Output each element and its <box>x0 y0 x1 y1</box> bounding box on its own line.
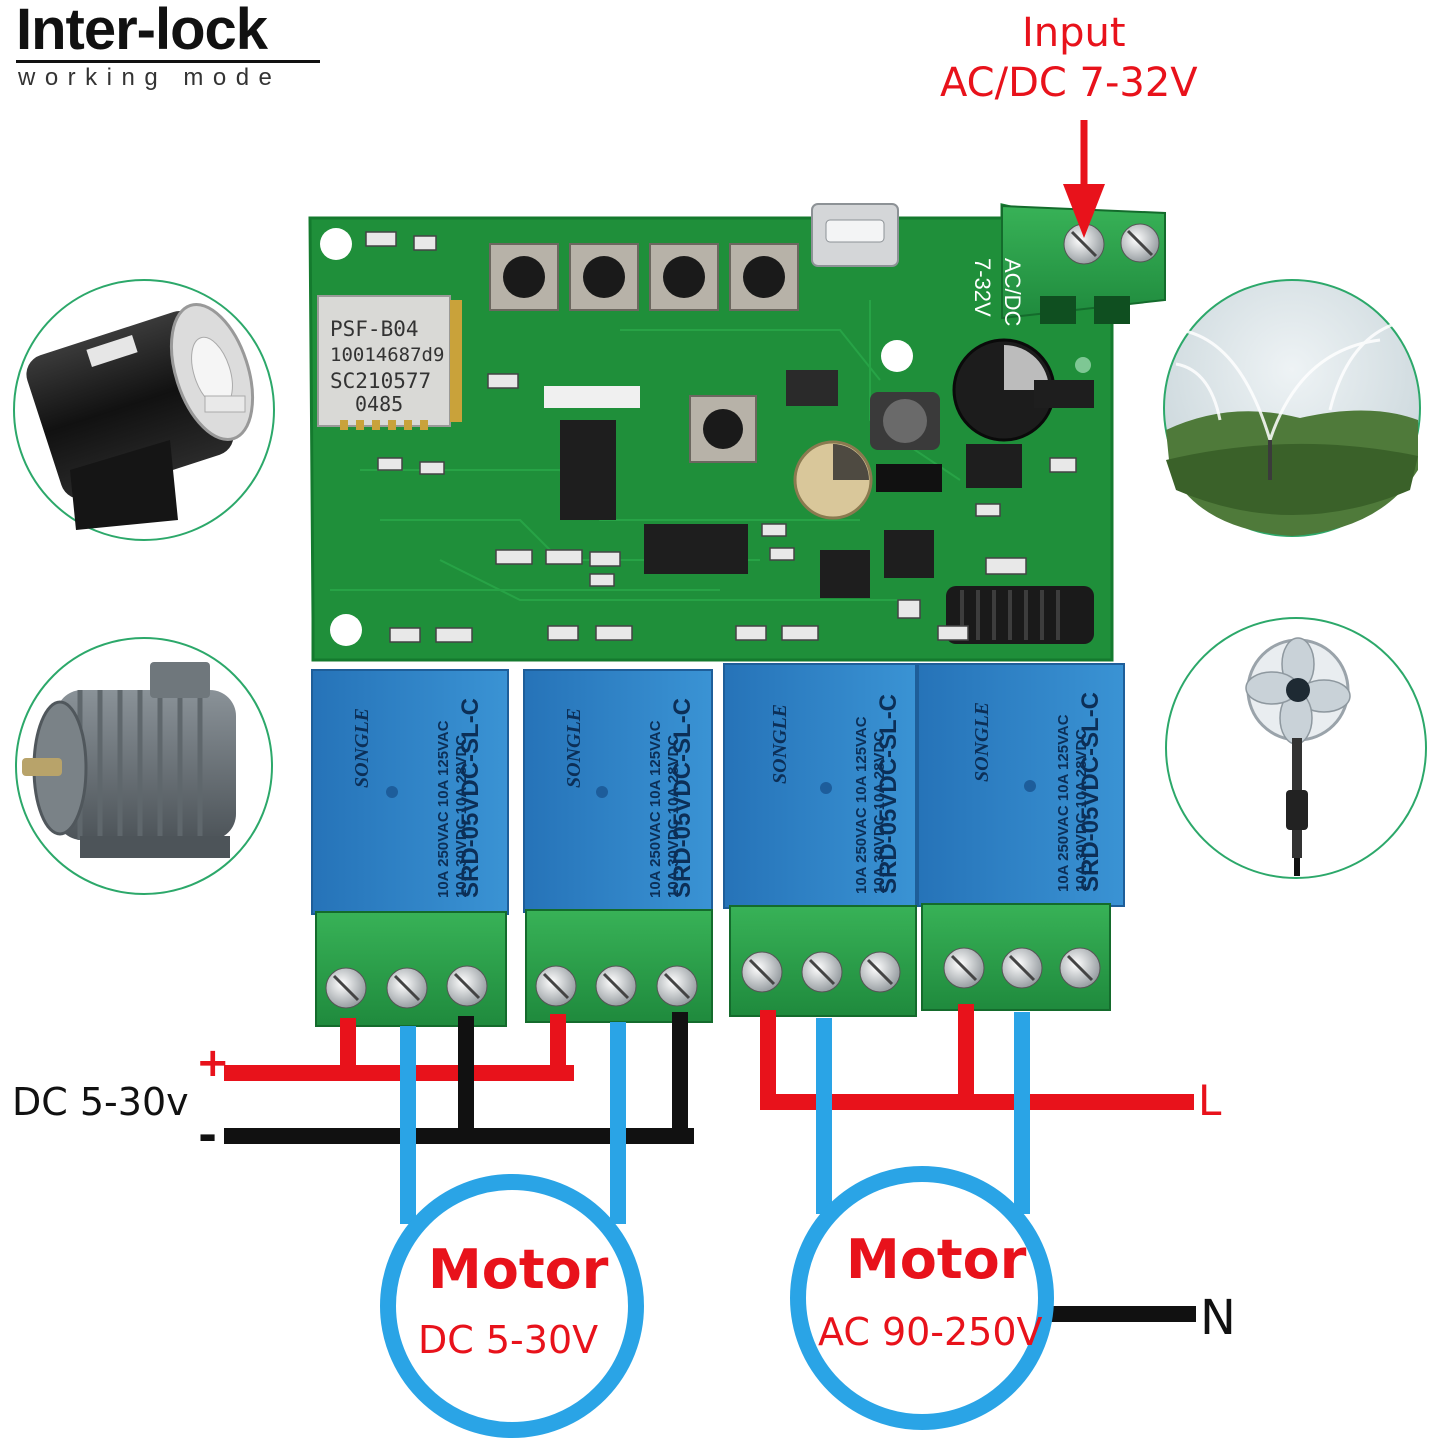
plus-sign: + <box>196 1040 230 1086</box>
wifi-module: PSF-B04 10014687d9 SC210577 0485 <box>317 295 462 430</box>
usb-connector <box>811 203 899 267</box>
dc-supply-label: DC 5-30v <box>12 1080 189 1124</box>
input-label: Input <box>1022 10 1126 56</box>
neutral-label: N <box>1200 1290 1236 1346</box>
relay-4-brand: SONGLE <box>971 702 993 782</box>
ac-motor-spec: AC 90-250V <box>818 1310 1043 1354</box>
relay-1-brand: SONGLE <box>351 708 373 788</box>
relay-3: SRD-05VDC-SL-C 10A 250VAC 10A 125VAC 10A… <box>723 663 917 909</box>
module-text-2: 10014687d9 <box>330 344 444 366</box>
relay-2-model: SRD-05VDC-SL-C <box>669 698 696 898</box>
relay-3-rating-2: 10A 30VDC 10A 28VDC <box>871 731 888 894</box>
line-label: L <box>1198 1076 1222 1125</box>
ac-motor-symbol <box>790 1166 1054 1430</box>
capacitors <box>793 338 1056 520</box>
input-arrow-icon <box>1063 120 1105 238</box>
relay-3-brand: SONGLE <box>769 704 791 784</box>
output-terminal-3 <box>729 905 917 1017</box>
red-wires <box>224 1004 1194 1110</box>
relay-4-rating-2: 10A 30VDC 10A 28VDC <box>1073 729 1090 892</box>
black-wires <box>224 1012 1196 1322</box>
relay-2-rating-2: 10A 30VDC 10A 28VDC <box>665 735 682 898</box>
power-terminal-text-1: 7-32V <box>970 258 995 317</box>
sprinkler-icon <box>1163 279 1421 537</box>
minus-sign: - <box>198 1108 218 1162</box>
relay-2-rating-1: 10A 250VAC 10A 125VAC <box>647 720 664 898</box>
dc-motor-spec: DC 5-30V <box>418 1318 599 1362</box>
power-terminal-text-2: AC/DC <box>1000 258 1025 327</box>
standing-fan-icon <box>1165 617 1427 879</box>
dc-motor-icon <box>13 279 275 541</box>
relay-4: SRD-05VDC-SL-C 10A 250VAC 10A 125VAC 10A… <box>917 663 1125 907</box>
integrated-circuits <box>544 370 1094 598</box>
relay-4-rating-1: 10A 250VAC 10A 125VAC <box>1055 714 1072 892</box>
page-subtitle: working mode <box>18 64 282 91</box>
power-input-terminal: 7-32V AC/DC <box>970 204 1166 327</box>
module-text-1: PSF-B04 <box>330 317 419 341</box>
output-terminal-2 <box>525 909 713 1023</box>
ac-motor-title: Motor <box>846 1228 1027 1291</box>
smd-components <box>365 231 1077 643</box>
input-voltage-label: AC/DC 7-32V <box>940 60 1198 106</box>
dc-motor-title: Motor <box>428 1238 609 1301</box>
relay-1-rating-2: 10A 30VDC 10A 28VDC <box>453 735 470 898</box>
relay-2: SRD-05VDC-SL-C 10A 250VAC 10A 125VAC 10A… <box>523 669 713 913</box>
page-title: Inter-lock <box>16 0 268 62</box>
relay-1-model: SRD-05VDC-SL-C <box>457 698 484 898</box>
dc-motor-symbol <box>380 1174 644 1438</box>
module-text-3: SC210577 <box>330 369 431 393</box>
relay-3-rating-1: 10A 250VAC 10A 125VAC <box>853 716 870 894</box>
module-text-4: 0485 <box>355 392 403 416</box>
relay-3-model: SRD-05VDC-SL-C <box>875 694 902 894</box>
tactile-buttons <box>489 243 799 463</box>
output-terminal-1 <box>315 911 507 1027</box>
antenna-coil <box>946 586 1094 644</box>
blue-wires <box>400 1012 1030 1224</box>
relay-1: SRD-05VDC-SL-C 10A 250VAC 10A 125VAC 10A… <box>311 669 509 915</box>
title-underline <box>16 60 320 63</box>
relay-2-brand: SONGLE <box>563 708 585 788</box>
relay-1-rating-1: 10A 250VAC 10A 125VAC <box>435 720 452 898</box>
ac-induction-motor-icon <box>15 637 273 895</box>
relay-4-model: SRD-05VDC-SL-C <box>1077 692 1104 892</box>
output-terminal-4 <box>921 903 1111 1011</box>
